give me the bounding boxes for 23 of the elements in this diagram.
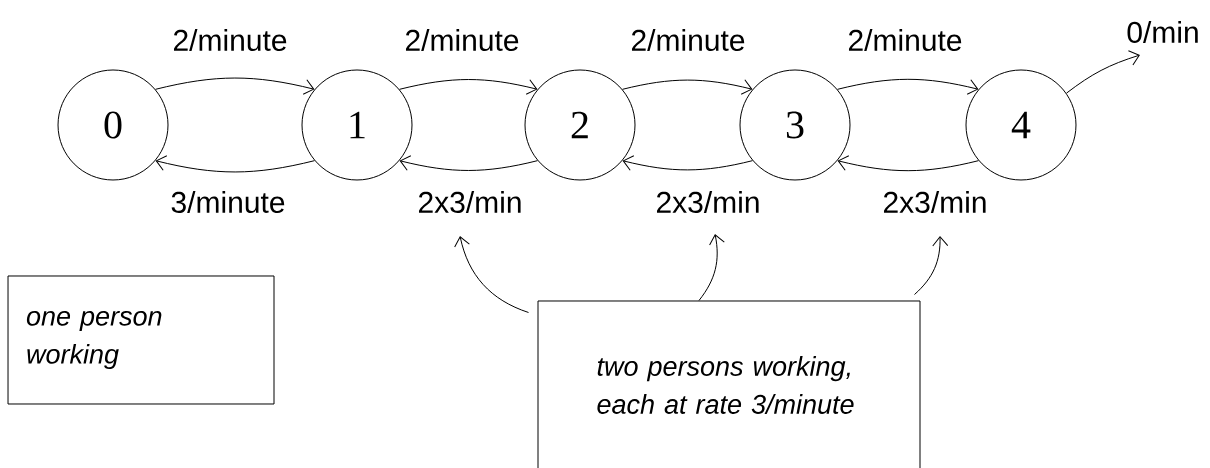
note-box: two persons working, each at rate 3/minute <box>537 300 921 468</box>
arrow <box>837 78 979 95</box>
leader-line <box>914 236 949 295</box>
arrow <box>622 155 753 171</box>
edge-label: 3/minute <box>169 190 287 214</box>
arrow <box>399 79 538 95</box>
edge-label: 2x3/min <box>881 190 989 214</box>
edge-label: 2/minute <box>846 28 964 52</box>
leader-line <box>698 234 725 301</box>
arrow <box>155 77 315 95</box>
leader-line <box>454 236 529 313</box>
edge-label: 2x3/min <box>654 190 762 214</box>
arrow <box>837 155 979 172</box>
arrow <box>622 79 753 95</box>
edge-label: 2/minute <box>403 28 521 52</box>
arrow <box>155 155 315 173</box>
edge-label: 2/minute <box>171 28 289 52</box>
edge-label: 0/min <box>1125 20 1201 44</box>
edge-label: 2x3/min <box>416 190 524 214</box>
note-box: one person working <box>7 275 275 405</box>
edge-label: 2/minute <box>629 28 747 52</box>
arrow <box>399 155 538 171</box>
arrow <box>1065 50 1140 94</box>
